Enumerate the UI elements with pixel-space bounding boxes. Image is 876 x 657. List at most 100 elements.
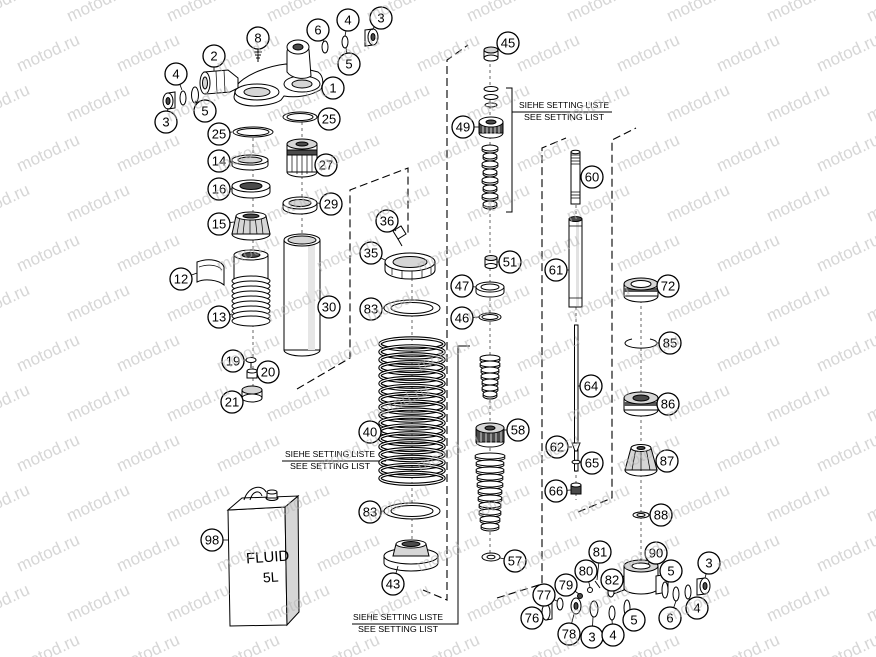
watermark-text: motod.ru (414, 530, 483, 576)
spring-coil-highlight (379, 384, 445, 398)
watermark-text: motod.ru (14, 630, 83, 657)
part-51-bushing (484, 255, 498, 269)
callout-number: 12 (174, 272, 188, 287)
watermark-text: motod.ru (814, 330, 876, 376)
callout-number: 25 (322, 112, 336, 127)
callout-number: 66 (549, 484, 563, 499)
callout-3: 3 (580, 616, 604, 649)
callout-circle (659, 559, 683, 583)
shim (482, 152, 498, 160)
callout-79: 79 (554, 573, 580, 597)
callout-circle (221, 349, 245, 373)
watermark-text: motod.ru (664, 380, 733, 426)
callout-number: 30 (322, 300, 336, 315)
callout-circle (545, 435, 569, 459)
part-25-ring-left (232, 126, 274, 138)
callout-circle (697, 551, 721, 575)
watermark-text: motod.ru (314, 130, 383, 176)
callout-15: 15 (207, 212, 235, 236)
callout-number: 5 (630, 613, 637, 628)
watermark-text: motod.ru (614, 130, 683, 176)
shim (477, 487, 503, 495)
callout-circle (532, 583, 556, 607)
part-15-cup (231, 211, 271, 241)
watermark-text: motod.ru (0, 180, 32, 226)
watermark-text: motod.ru (164, 0, 233, 26)
callout-circle (256, 360, 280, 384)
right-washers-top (321, 28, 379, 54)
callout-60: 60 (580, 165, 604, 189)
part-16-ring (231, 179, 271, 199)
setting-note-1: SIEHE SETTING LISTE SEE SETTING LIST (519, 101, 609, 122)
callout-4: 4 (164, 62, 188, 91)
watermark-text: motod.ru (64, 580, 133, 626)
callout-number: 5 (667, 564, 674, 579)
callout-number: 6 (666, 611, 673, 626)
shim (477, 494, 503, 502)
callout-circle (207, 149, 231, 173)
callout-number: 3 (377, 11, 384, 26)
callout-1: 1 (320, 76, 345, 100)
callout-circle (503, 549, 527, 573)
callout-number: 40 (363, 425, 377, 440)
part-29-ring (282, 196, 318, 215)
callout-5: 5 (337, 47, 361, 76)
callout-circle (656, 274, 680, 298)
watermark-text: motod.ru (364, 80, 433, 126)
part-19-20-21-small-parts (241, 357, 263, 403)
callout-47: 47 (450, 274, 477, 298)
watermark-text: motod.ru (814, 230, 876, 276)
callout-8: 8 (246, 26, 270, 51)
callout-circle (200, 528, 224, 552)
callout-leader (704, 573, 707, 579)
callout-78: 78 (557, 613, 581, 646)
callout-circle (544, 479, 568, 503)
callout-87: 87 (655, 449, 679, 473)
left-washers (162, 86, 199, 110)
watermark-text: motod.ru (864, 180, 876, 226)
callout-circle (207, 122, 231, 146)
part-72-bearing-cap (623, 277, 659, 303)
callout-circle (319, 192, 343, 216)
watermark-text: motod.ru (664, 480, 733, 526)
bottom-fittings (541, 577, 711, 621)
callout-circle (164, 62, 188, 86)
callout-circle (600, 568, 624, 592)
callout-12: 12 (169, 267, 198, 291)
callout-leader (499, 557, 505, 560)
watermark-text: motod.ru (664, 80, 733, 126)
watermark-text: motod.ru (814, 630, 876, 657)
callout-76: 76 (520, 606, 544, 630)
watermark-text: motod.ru (364, 0, 433, 26)
callout-circle (451, 115, 475, 139)
watermark-text: motod.ru (414, 630, 483, 657)
callout-number: 77 (537, 588, 551, 603)
part-6-washer (321, 40, 329, 54)
part-25-ring-right (282, 111, 318, 123)
watermark-text: motod.ru (864, 380, 876, 426)
callout-circle (580, 165, 604, 189)
callout-85: 85 (657, 331, 682, 355)
callout-circle (336, 8, 360, 32)
callout-number: 19 (226, 354, 240, 369)
callout-circle (337, 52, 361, 76)
watermark-text: motod.ru (714, 230, 783, 276)
part-6-washer-right (672, 586, 680, 602)
watermark-text: motod.ru (864, 580, 876, 626)
part-98-fluid-can: FLUID 5L (226, 486, 300, 627)
spring-coil-highlight (379, 416, 445, 430)
part-40-spring (378, 336, 446, 486)
callout-30: 30 (317, 295, 341, 319)
callout-number: 60 (585, 170, 599, 185)
center-washers-top (483, 86, 499, 108)
watermark-text: motod.ru (464, 180, 533, 226)
watermark-text: motod.ru (764, 0, 833, 26)
callout-number: 83 (364, 302, 378, 317)
callout-circle (655, 449, 679, 473)
watermark-text: motod.ru (0, 580, 32, 626)
watermark-text: motod.ru (764, 480, 833, 526)
shim (481, 192, 499, 200)
watermark-text: motod.ru (614, 230, 683, 276)
callout-number: 29 (324, 197, 338, 212)
callout-number: 14 (212, 154, 226, 169)
